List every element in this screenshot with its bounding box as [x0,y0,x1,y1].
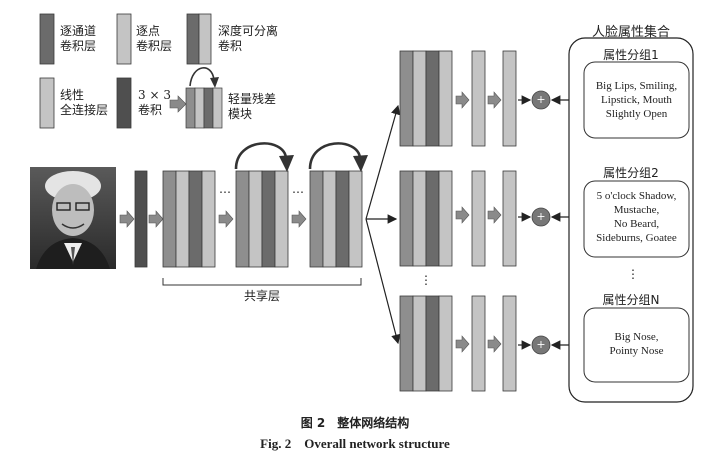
attribute-set-title: 人脸属性集合 [591,25,670,40]
sum-plus-2: + [536,210,546,223]
attribute-group-n-title: 属性分组N [602,293,660,307]
legend-separable-swatch [186,13,212,65]
sum-node [531,90,551,110]
arrow-shared-1-to-2 [218,210,234,228]
arrow-input-to-conv [119,210,135,228]
legend-conv3x3-swatch [116,77,132,129]
shared-layers-label: 共享层 [243,289,280,303]
shared-block-2 [234,142,294,268]
branch-2 [399,170,584,267]
legend-depthwise-label: 逐通道 卷积层 [60,24,97,53]
legend-residual-swatch [169,67,223,129]
legend-pointwise-swatch [116,13,132,65]
arrow-shared-2-to-3 [291,210,307,228]
sum-node [531,335,551,355]
figure-caption-en: Fig. 2 Overall network structure [260,436,450,451]
input-face-image [30,167,116,269]
branch-1 [399,50,584,147]
branch-connectors [365,104,401,345]
attribute-group-1-text: Big Lips, Smiling, Lipstick, Mouth Sligh… [595,80,678,120]
residual-arrow-icon [308,142,362,170]
fc-layer [502,50,517,147]
attribute-group-1-box [583,61,690,139]
shared-ellipsis-1: … [219,182,231,196]
branch-n [399,295,584,392]
shared-block-3 [308,142,368,268]
conv3x3-block [134,170,148,268]
fc-layer [502,295,517,392]
fc-layer [502,170,517,267]
attribute-group-2-box [583,180,690,258]
shared-layers-bracket [162,278,362,286]
sum-plus-1: + [536,93,546,106]
attribute-group-n-text: Big Nose, Pointy Nose [609,331,664,357]
group-vertical-ellipsis: ⋮ [627,267,639,281]
legend-pointwise-label: 逐点 卷积层 [136,24,173,53]
legend-separable-label: 深度可分离 卷积 [218,24,279,53]
attribute-group-2-title: 属性分组2 [603,166,659,180]
branch-vertical-ellipsis: ⋮ [420,273,432,287]
attribute-group-1-title: 属性分组1 [603,48,659,62]
legend-depthwise-swatch [39,13,55,65]
sum-plus-n: + [536,338,546,351]
attribute-group-2-text: 5 o'clock Shadow, Mustache, No Beard, Si… [596,190,677,244]
shared-ellipsis-2: … [292,182,304,196]
fc-layer [471,295,486,392]
fc-layer [471,170,486,267]
figure-caption-cn: 图 2 整体网络结构 [300,416,410,430]
legend-conv3x3-label: 3 × 3 卷积 [138,88,171,117]
residual-arrow-icon [234,142,288,170]
arrow-conv-to-shared [148,210,164,228]
shared-block-1 [162,170,216,268]
sum-node [531,207,551,227]
legend [39,13,223,129]
fc-layer [471,50,486,147]
attribute-group-n-box [583,307,690,383]
legend-fc-label: 线性 全连接层 [60,88,109,117]
legend-residual-label: 轻量残差 模块 [228,92,277,121]
legend-small-arrow [169,95,187,113]
legend-fc-swatch [39,77,55,129]
